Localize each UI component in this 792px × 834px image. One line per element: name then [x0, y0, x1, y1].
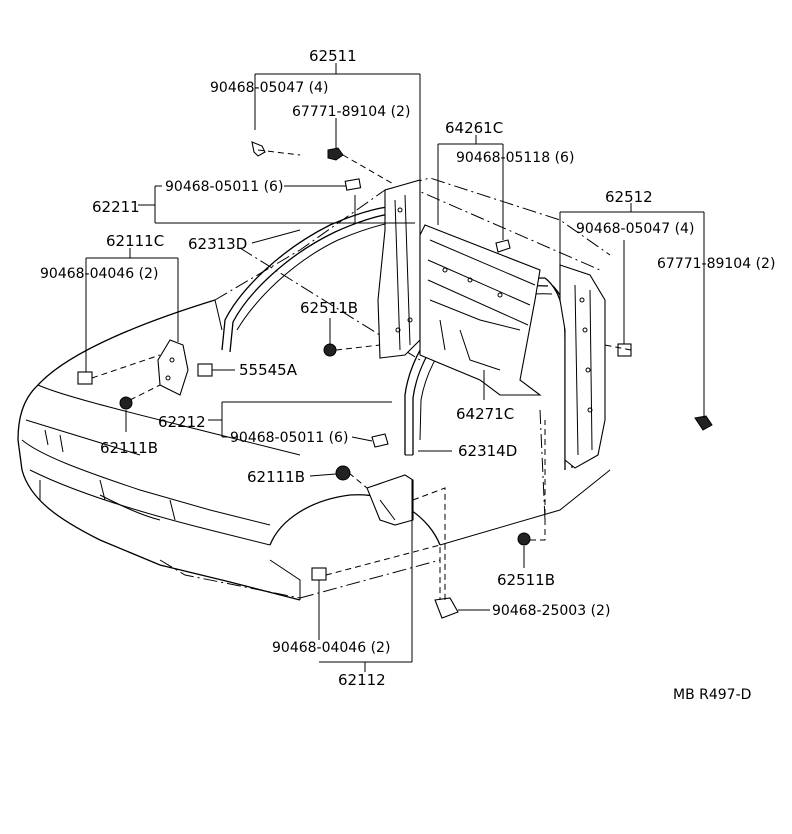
- label-62511: 62511: [309, 47, 357, 65]
- label-90468-05011-b: 90468-05011 (6): [230, 430, 348, 446]
- label-62511B-a: 62511B: [300, 299, 358, 317]
- label-62313D: 62313D: [188, 235, 247, 253]
- label-64271C: 64271C: [456, 405, 514, 423]
- leader-lines: [85, 63, 705, 672]
- label-62111C: 62111C: [106, 232, 164, 250]
- back-panel: [419, 224, 542, 396]
- label-62112: 62112: [338, 671, 386, 689]
- label-90468-25003: 90468-25003 (2): [492, 603, 610, 619]
- label-67771-89104-a: 67771-89104 (2): [292, 104, 410, 120]
- label-62212: 62212: [158, 413, 206, 431]
- front-pillar-62112: [366, 474, 414, 526]
- front-pillar-62111C: [157, 339, 189, 396]
- reference-code: MB R497-D: [673, 687, 751, 703]
- label-90468-04046-b: 90468-04046 (2): [272, 640, 390, 656]
- label-64261C: 64261C: [445, 119, 503, 137]
- label-62111B-b: 62111B: [247, 468, 305, 486]
- part-labels: 62511 90468-05047 (4) 67771-89104 (2) 64…: [40, 47, 775, 703]
- label-90468-05047-b: 90468-05047 (4): [576, 221, 694, 237]
- label-90468-05118: 90468-05118 (6): [456, 150, 574, 166]
- fasteners: [77, 141, 713, 619]
- label-62211: 62211: [92, 198, 140, 216]
- label-90468-04046-a: 90468-04046 (2): [40, 266, 158, 282]
- label-62111B-a: 62111B: [100, 439, 158, 457]
- car-body-outline: [17, 177, 611, 601]
- label-62511B-b: 62511B: [497, 571, 555, 589]
- label-90468-05047-a: 90468-05047 (4): [210, 80, 328, 96]
- label-62512: 62512: [605, 188, 653, 206]
- label-62314D: 62314D: [458, 442, 517, 460]
- label-90468-05011-a: 90468-05011 (6): [165, 179, 283, 195]
- pillar-62512: [559, 264, 606, 469]
- label-55545A: 55545A: [239, 361, 298, 379]
- pillar-62511: [377, 179, 421, 359]
- label-67771-89104-b: 67771-89104 (2): [657, 256, 775, 272]
